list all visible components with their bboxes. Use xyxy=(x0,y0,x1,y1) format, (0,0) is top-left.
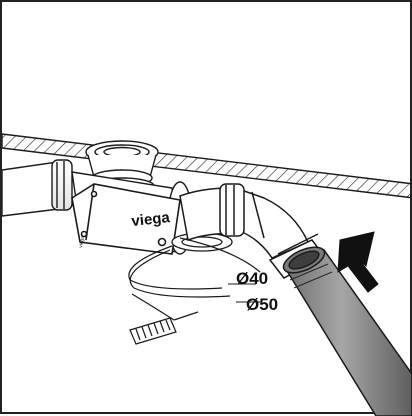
left-pipe-stub xyxy=(2,159,73,217)
union-nut xyxy=(219,183,245,237)
module-logo: viega xyxy=(131,209,172,230)
insert-direction-arrow xyxy=(337,231,379,293)
gray-pipe xyxy=(282,246,412,416)
dimension-leaders xyxy=(228,283,260,303)
dimension-label-large: Ø50 xyxy=(246,295,279,314)
module-small-marking: viega xyxy=(78,235,86,248)
ribbon-connector xyxy=(129,311,199,345)
electronic-module xyxy=(71,183,181,255)
dimension-label-small: Ø40 xyxy=(236,269,269,288)
